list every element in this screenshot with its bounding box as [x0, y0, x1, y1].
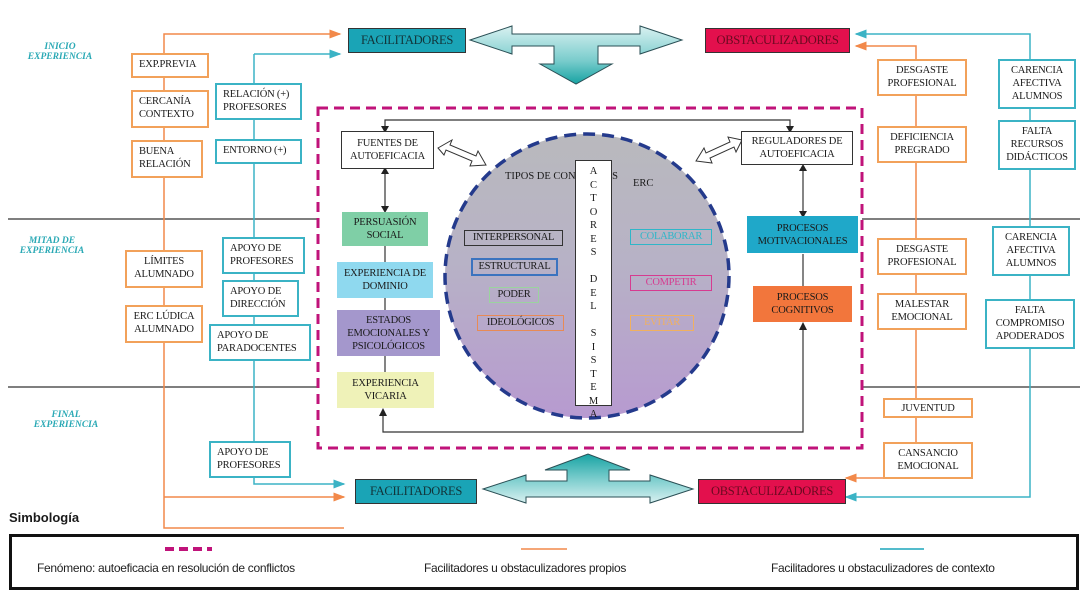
source-estados-emocionales: ESTADOS EMOCIONALES Y PSICOLÓGICOS — [337, 310, 440, 356]
ctx-factor-box: APOYO DE PARADOCENTES — [209, 324, 311, 361]
actores-letter: T — [590, 368, 597, 380]
fuentes-circle-arrow — [437, 138, 487, 167]
tipo-estructural: ESTRUCTURAL — [471, 258, 558, 276]
obstaculizadores-bottom: OBSTACULIZADORES — [698, 479, 846, 504]
actores-letter: S — [590, 355, 597, 366]
own-factor-box: LÍMITES ALUMNADO — [125, 250, 203, 288]
ctx-factor-box: CARENCIA AFECTIVA ALUMNOS — [992, 226, 1070, 276]
actores-letter: E — [590, 233, 597, 245]
own-factor-box: JUVENTUD — [883, 398, 973, 418]
erc-competir: COMPETIR — [630, 275, 712, 291]
own-factor-box: CERCANÍA CONTEXTO — [131, 90, 209, 128]
legend-title: Simbología — [9, 510, 80, 525]
tipos-conflictos-title: TIPOS DE CONFLICTOS — [505, 171, 618, 182]
legend-label-own: Facilitadores u obstaculizadores propios — [424, 561, 627, 575]
tipo-ideologicos: IDEOLÓGICOS — [477, 315, 564, 331]
own-factor-box: ERC LÚDICA ALUMNADO — [125, 305, 203, 343]
own-factor-box: DESGASTE PROFESIONAL — [877, 59, 967, 96]
obstaculizadores-top: OBSTACULIZADORES — [705, 28, 850, 53]
ctx-line-right — [854, 29, 1031, 62]
actores-letter: R — [589, 220, 597, 231]
tipo-interpersonal: INTERPERSONAL — [464, 230, 563, 246]
actores-letter — [576, 260, 611, 274]
actores-letter: M — [588, 395, 599, 407]
ctx-factor-box: APOYO DE DIRECCIÓN — [222, 280, 299, 317]
tipo-poder: PODER — [489, 287, 539, 303]
ctx-factor-box: CARENCIA AFECTIVA ALUMNOS — [998, 59, 1076, 109]
own-factor-box: EXP.PREVIA — [131, 53, 209, 78]
actores-letter: C — [589, 179, 597, 191]
actores-letter: T — [590, 193, 597, 204]
fuentes-autoeficacia: FUENTES DE AUTOEFICACIA — [341, 131, 434, 169]
own-line-right — [854, 41, 917, 62]
circle-reguladores-arrow — [695, 136, 743, 164]
ctx-factor-box: FALTA COMPROMISO APODERADOS — [985, 299, 1075, 349]
actores-letter: A — [589, 166, 598, 177]
erc-colaborar: COLABORAR — [630, 229, 712, 245]
actores-letter: E — [590, 382, 597, 393]
procesos-cognitivos: PROCESOS COGNITIVOS — [753, 286, 852, 322]
legend-label-phenomenon: Fenómeno: autoeficacia en resolución de … — [37, 561, 295, 575]
erc-title: ERC — [633, 178, 654, 189]
legend-box — [9, 534, 1079, 590]
own-factor-box: DEFICIENCIA PREGRADO — [877, 126, 967, 163]
source-persuasion-social: PERSUASIÓN SOCIAL — [342, 212, 428, 246]
ctx-factor-box: ENTORNO (+) — [215, 139, 302, 164]
ctx-factor-box: FALTA RECURSOS DIDÁCTICOS — [998, 120, 1076, 170]
phase-label-mitad: MITAD DE EXPERIENCIA — [19, 236, 85, 256]
legend-label-context: Facilitadores u obstaculizadores de cont… — [771, 561, 995, 575]
phase-label-final: FINAL EXPERIENCIA — [33, 410, 99, 430]
phenomenon-frame — [316, 106, 864, 450]
source-experiencia-dominio: EXPERIENCIA DE DOMINIO — [337, 262, 433, 298]
actores-letter: S — [590, 247, 597, 258]
actores-letter: O — [589, 206, 598, 218]
actores-letter — [576, 314, 611, 328]
own-factor-box: BUENA RELACIÓN — [131, 140, 203, 178]
reguladores-autoeficacia: REGULADORES DE AUTOEFICACIA — [741, 131, 853, 165]
source-experiencia-vicaria: EXPERIENCIA VICARIA — [337, 372, 434, 408]
actores-letter: L — [590, 301, 597, 312]
own-factor-box: DESGASTE PROFESIONAL — [877, 238, 967, 275]
phase-label-inicio: INICIO EXPERIENCIA — [27, 42, 93, 62]
own-factor-box: MALESTAR EMOCIONAL — [877, 293, 967, 330]
procesos-motivacionales: PROCESOS MOTIVACIONALES — [747, 216, 858, 253]
actores-letter: I — [591, 341, 596, 353]
actores-letter: S — [590, 328, 597, 339]
own-factor-box: CANSANCIO EMOCIONAL — [883, 442, 973, 479]
ctx-factor-box: APOYO DE PROFESORES — [222, 237, 305, 274]
top-double-arrow — [468, 25, 684, 85]
ctx-factor-box: APOYO DE PROFESORES — [209, 441, 291, 478]
bottom-double-arrow — [481, 453, 695, 504]
ctx-factor-box: RELACIÓN (+) PROFESORES — [215, 83, 302, 120]
facilitadores-top: FACILITADORES — [348, 28, 466, 53]
actores-letter: E — [590, 287, 597, 299]
actores-letter: A — [589, 409, 598, 420]
actores-letter: D — [589, 274, 598, 285]
facilitadores-bottom: FACILITADORES — [355, 479, 477, 504]
erc-evitar: EVITAR — [630, 315, 694, 331]
